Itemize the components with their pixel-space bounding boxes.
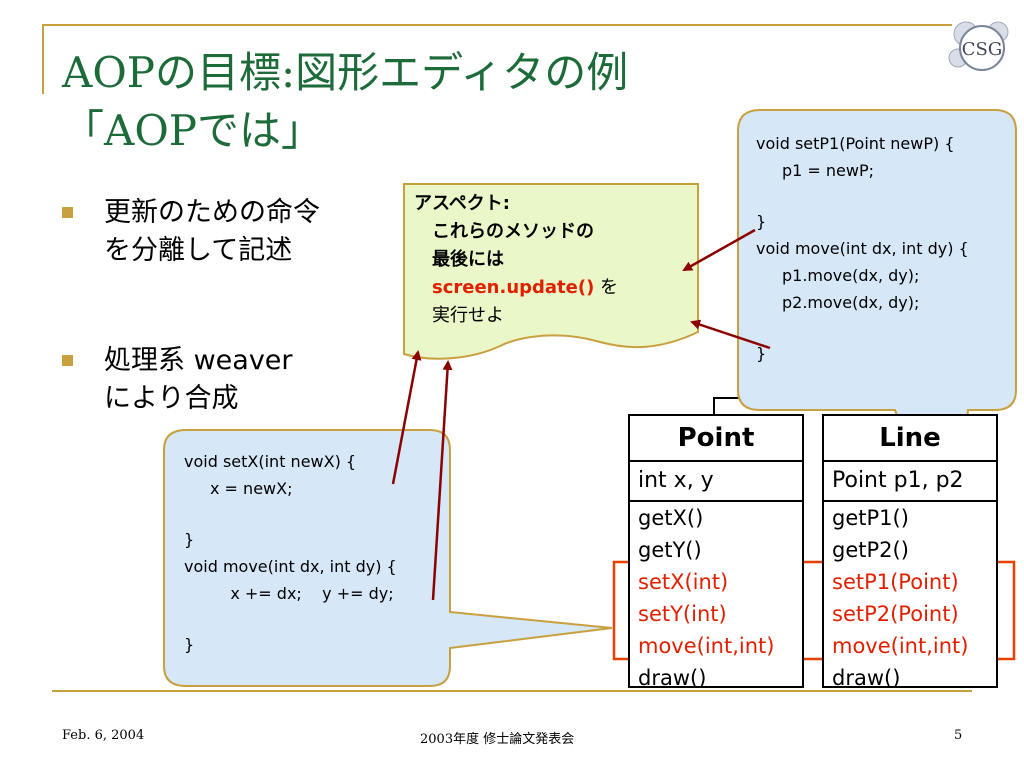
line-code-line xyxy=(756,184,969,208)
line-code-line: void move(int dx, int dy) { xyxy=(756,239,969,258)
point-code-line: } xyxy=(184,530,195,549)
line-code-line: p2.move(dx, dy); xyxy=(782,293,920,312)
point-code: void setX(int newX) { x = newX; } void m… xyxy=(184,448,397,658)
point-code-line: } xyxy=(184,635,195,654)
line-code-line xyxy=(756,316,969,340)
title-top-rule xyxy=(42,24,952,26)
point-code-line: x += dx; y += dy; xyxy=(210,584,394,603)
aspect-line-3: 最後には xyxy=(432,249,504,270)
point-code-callout xyxy=(163,429,613,687)
footer-rule xyxy=(52,690,972,692)
aspect-heading: アスペクト: xyxy=(414,193,510,214)
slide-title: AOPの目標:図形エディタの例 「AOPでは」 xyxy=(62,44,628,160)
bullet-1-line-2: を分離して記述 xyxy=(104,235,293,266)
bullet-marker xyxy=(62,355,73,366)
arrow-line-move-to-aspect xyxy=(690,319,771,350)
footer-date: Feb. 6, 2004 xyxy=(62,728,145,743)
aspect-note-shape xyxy=(403,183,699,360)
point-code-line: void setX(int newX) { xyxy=(184,452,357,471)
class-line-method: setP1(Point) xyxy=(832,570,959,594)
bullet-1-line-1: 更新のための命令 xyxy=(104,197,320,228)
line-code-line: } xyxy=(756,212,767,231)
class-point-method: move(int,int) xyxy=(638,634,775,658)
point-code-line: void move(int dx, int dy) { xyxy=(184,557,397,576)
line-code-line: p1.move(dx, dy); xyxy=(782,266,920,285)
class-point-attr: int x, y xyxy=(630,462,802,502)
aspect-note: アスペクト: これらのメソッドの 最後には screen.update() を … xyxy=(414,190,618,330)
arrow-point-move-to-aspect xyxy=(431,360,453,601)
class-point-method: setY(int) xyxy=(638,602,727,626)
class-line-attr: Point p1, p2 xyxy=(824,462,996,502)
class-line: Line Point p1, p2 getP1() getP2() setP1(… xyxy=(822,414,998,690)
logo-text: CSG xyxy=(962,39,1002,60)
title-line-1: AOPの目標:図形エディタの例 xyxy=(62,48,629,97)
line-code-line: void setP1(Point newP) { xyxy=(756,134,955,153)
class-point-method: getX() xyxy=(638,506,704,530)
class-line-method: setP2(Point) xyxy=(832,602,959,626)
bullet-2-line-1: 処理系 weaver xyxy=(104,345,293,376)
footer-event: 2003年度 修士論文発表会 xyxy=(420,732,575,747)
class-point-method: draw() xyxy=(638,666,707,690)
arrow-setp1-to-aspect xyxy=(682,228,756,272)
class-line-method: getP2() xyxy=(832,538,909,562)
footer-page-number: 5 xyxy=(954,728,963,743)
class-point-method: setX(int) xyxy=(638,570,729,594)
aspect-last-line: 実行せよ xyxy=(432,305,504,326)
aspect-line-2: これらのメソッドの xyxy=(432,221,594,242)
line-code: void setP1(Point newP) { p1 = newP; } vo… xyxy=(756,130,969,367)
bullet-2-line-2: により合成 xyxy=(104,383,239,414)
class-line-method: getP1() xyxy=(832,506,909,530)
aspect-code: screen.update() xyxy=(432,277,595,298)
class-point-method: getY() xyxy=(638,538,702,562)
point-code-line xyxy=(184,502,397,526)
aspect-after-code: を xyxy=(594,277,619,298)
class-point: Point int x, y getX() getY() setX(int) s… xyxy=(628,414,804,690)
line-code-line: } xyxy=(756,344,767,363)
csg-logo: CSG xyxy=(948,21,1009,71)
highlight-frame xyxy=(612,560,1016,661)
line-code-line: p1 = newP; xyxy=(782,161,875,180)
class-line-name: Line xyxy=(824,416,996,462)
point-code-line xyxy=(184,607,397,631)
class-line-method: draw() xyxy=(832,666,901,690)
title-left-rule xyxy=(42,24,44,94)
class-point-name: Point xyxy=(630,416,802,462)
bullet-marker xyxy=(62,207,73,218)
point-code-line: x = newX; xyxy=(210,479,293,498)
arrow-setx-to-aspect xyxy=(391,350,422,485)
class-line-method: move(int,int) xyxy=(832,634,969,658)
title-line-2: 「AOPでは」 xyxy=(62,106,324,155)
